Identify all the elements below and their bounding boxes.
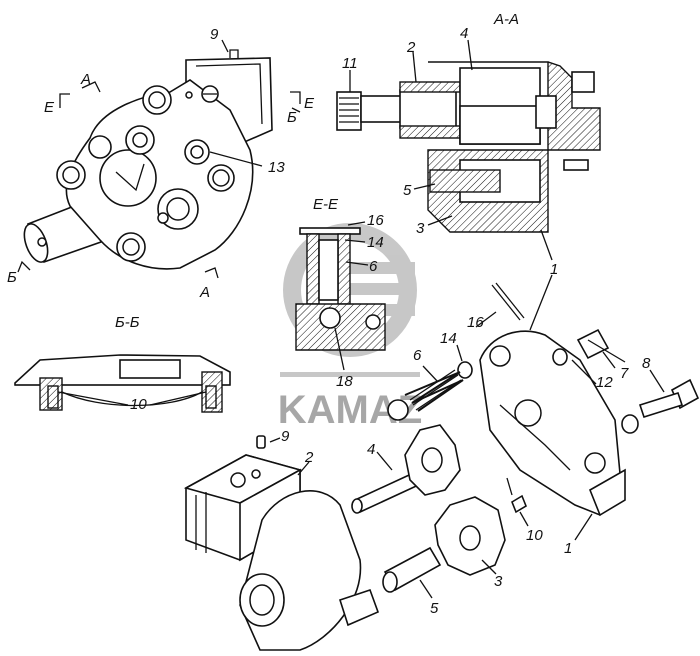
shaft-5	[382, 546, 442, 593]
callout-18: 18	[336, 373, 353, 390]
callout-2-section: 2	[406, 39, 416, 56]
callout-9-top: 9	[210, 26, 219, 43]
section-label-aa: А-А	[493, 11, 519, 28]
cut-mark-e-right: Е	[304, 95, 315, 112]
callout-3-section: 3	[416, 220, 425, 237]
callout-1-right: 1	[550, 261, 558, 278]
callout-13: 13	[268, 159, 285, 176]
gear-shaft-4	[351, 424, 461, 514]
callout-10-bb: 10	[130, 396, 147, 413]
cut-mark-a-top: А	[80, 71, 91, 88]
cover-part-1	[479, 330, 626, 517]
cut-mark-e-left: Е	[44, 99, 55, 116]
callout-16-ee: 16	[367, 212, 384, 229]
callout-3-bottom: 3	[494, 573, 503, 590]
section-label-bb: Б-Б	[115, 314, 140, 331]
cut-mark-b-left: Б	[7, 269, 17, 286]
callout-5-bottom: 5	[430, 600, 439, 617]
callout-10-bottom: 10	[526, 527, 543, 544]
callout-11: 11	[342, 55, 358, 72]
callout-14-ee: 14	[367, 234, 384, 251]
cut-mark-a-bottom: А	[199, 284, 210, 301]
section-ee-view	[295, 227, 386, 351]
cut-marks	[17, 81, 301, 279]
callout-8: 8	[642, 355, 651, 372]
section-bb-view	[14, 354, 231, 413]
callout-4-bottom: 4	[367, 441, 375, 458]
callout-12: 12	[596, 374, 613, 391]
callout-1-bottom: 1	[564, 540, 572, 557]
callout-14: 14	[440, 330, 457, 347]
callout-16: 16	[467, 314, 484, 331]
callout-2-bottom: 2	[304, 449, 314, 466]
gear-3	[434, 496, 506, 576]
section-aa-view	[336, 61, 601, 233]
spring-6	[404, 369, 464, 412]
callout-5-section: 5	[403, 182, 412, 199]
callout-6: 6	[413, 347, 422, 364]
cut-mark-b-right: Б	[287, 109, 297, 126]
pump-front-view	[23, 49, 273, 270]
callout-9-bottom: 9	[281, 428, 290, 445]
callout-4-section: 4	[460, 25, 468, 42]
callout-6-ee: 6	[369, 258, 378, 275]
callout-7: 7	[620, 365, 629, 382]
section-label-ee: Е-Е	[313, 196, 339, 213]
housing-part-2	[183, 454, 380, 651]
